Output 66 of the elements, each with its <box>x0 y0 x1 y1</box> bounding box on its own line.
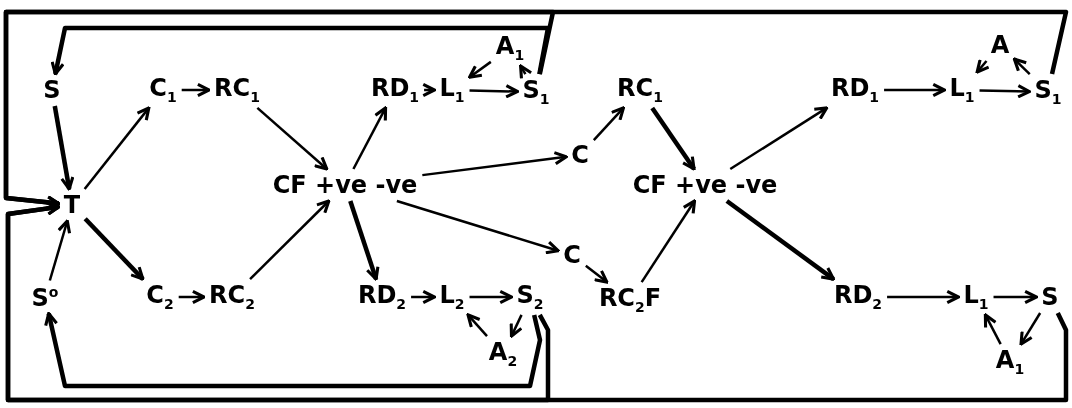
arrow <box>83 217 145 281</box>
arrow <box>468 60 492 79</box>
arrow <box>469 289 513 305</box>
arrow <box>249 199 331 280</box>
arrow <box>1019 312 1042 346</box>
state-label: RD$_{2}$ <box>355 282 409 312</box>
arrow <box>993 289 1038 305</box>
arrow <box>422 151 568 177</box>
arrow <box>725 199 836 281</box>
state-label: C$_{2}$ <box>144 282 176 312</box>
state-label: CF +ve -ve <box>630 172 780 198</box>
state-label: L$_{1}$ <box>437 75 467 105</box>
arrow <box>650 106 696 171</box>
state-label: A <box>988 32 1012 58</box>
state-label: S$_{1}$ <box>520 77 552 107</box>
arrow <box>592 106 625 141</box>
state-label: S <box>41 77 63 103</box>
arrow <box>421 82 436 98</box>
state-label: A$_{1}$ <box>493 33 527 63</box>
state-label: S$^{o}$ <box>29 283 61 311</box>
state-label: S$_{2}$ <box>514 282 546 312</box>
arrow <box>519 64 533 80</box>
state-label: RC$_{2}$F <box>596 285 664 315</box>
state-label: L$_{2}$ <box>437 282 467 312</box>
arrow <box>52 105 75 191</box>
arrow <box>585 264 609 284</box>
arrow <box>466 313 488 337</box>
state-label: RC$_{2}$ <box>207 282 257 312</box>
state-label: RD$_{1}$ <box>828 75 882 105</box>
state-label: C <box>569 142 591 168</box>
state-label: C$_{1}$ <box>147 75 179 105</box>
arrow <box>50 25 551 76</box>
state-label: L$_{1}$ <box>947 75 977 105</box>
state-label: RC$_{1}$ <box>615 75 665 105</box>
arrow <box>44 311 543 389</box>
state-label: A$_{1}$ <box>993 347 1027 377</box>
arrow <box>1012 57 1031 75</box>
state-label: RD$_{1}$ <box>368 75 422 105</box>
state-label: S <box>1039 284 1061 310</box>
arrow <box>5 201 1069 403</box>
arrow <box>640 199 697 283</box>
state-label: S$_{1}$ <box>1032 77 1064 107</box>
arrow <box>887 289 960 305</box>
arrow <box>178 289 206 305</box>
arrow <box>256 106 329 171</box>
arrow <box>348 200 380 281</box>
state-label: RC$_{1}$ <box>212 75 262 105</box>
arrow <box>979 84 1031 99</box>
state-label: L$_{1}$ <box>961 282 991 312</box>
arrow <box>983 313 1002 345</box>
arrow <box>411 289 436 305</box>
arrow <box>729 106 829 171</box>
state-label: T <box>61 192 83 218</box>
arrow <box>469 84 519 99</box>
state-label: C <box>561 242 583 268</box>
arrow <box>48 219 72 281</box>
state-label: CF +ve -ve <box>270 172 420 198</box>
state-label: RD$_{2}$ <box>831 282 885 312</box>
arrow <box>83 106 151 190</box>
arrow <box>509 314 523 338</box>
arrow <box>352 106 388 170</box>
arrow <box>396 199 560 255</box>
state-label: A$_{2}$ <box>486 339 520 369</box>
arrow <box>975 58 991 74</box>
arrow <box>884 82 946 98</box>
arrow <box>181 82 211 98</box>
